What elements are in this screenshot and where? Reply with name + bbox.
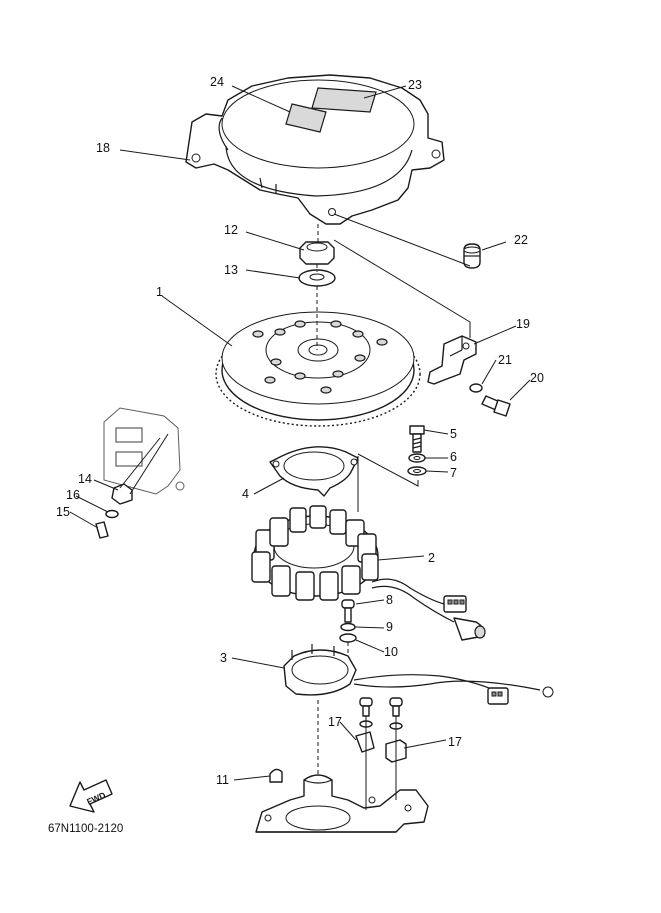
callout-10: 10	[384, 645, 398, 659]
label-decal-23	[311, 87, 377, 113]
callout-9: 9	[386, 620, 393, 634]
callout-2: 2	[428, 551, 435, 565]
part-bolt-5	[409, 425, 425, 453]
part-grommet	[463, 243, 481, 269]
part-washer-16	[105, 509, 119, 519]
callout-11: 11	[216, 773, 229, 787]
callout-3: 3	[220, 651, 227, 665]
stator-connector-a	[443, 595, 467, 613]
part-bolt-right-17	[385, 697, 407, 763]
part-washer-21	[469, 383, 483, 393]
callout-13: 13	[224, 263, 238, 277]
stator-connector-b	[453, 617, 486, 641]
drawing-code: 67N1100-2120	[48, 823, 123, 835]
callout-24: 24	[210, 75, 224, 89]
part-screw-8	[341, 599, 355, 623]
part-washer-9	[340, 622, 356, 632]
callout-12: 12	[224, 223, 238, 237]
callout-1: 1	[156, 285, 163, 299]
callout-16: 16	[66, 488, 80, 502]
callout-20: 20	[530, 371, 544, 385]
part-washer-6	[408, 453, 426, 463]
leader-lines	[69, 85, 531, 810]
callout-8: 8	[386, 593, 393, 607]
part-bolt-20	[481, 395, 511, 417]
callout-5: 5	[450, 427, 457, 441]
part-woodruff-key	[269, 768, 283, 783]
stator-coils	[251, 505, 379, 601]
base-connector	[487, 687, 509, 705]
part-side-cover	[103, 407, 185, 495]
part-crankcase	[255, 774, 429, 833]
callout-19: 19	[516, 317, 530, 331]
label-decal-24	[285, 103, 327, 133]
callout-18: 18	[96, 141, 110, 155]
part-stator	[251, 505, 486, 641]
callout-4: 4	[242, 487, 249, 501]
flywheel-holes	[252, 320, 388, 394]
callout-23: 23	[408, 78, 422, 92]
part-flywheel	[215, 311, 421, 427]
part-base-holder	[283, 644, 554, 705]
callout-14: 14	[78, 472, 92, 486]
part-stator-plate	[269, 446, 359, 497]
part-washer-7	[407, 466, 427, 476]
callout-7: 7	[450, 466, 457, 480]
part-flywheel-cover	[185, 74, 445, 225]
part-washer-10	[339, 633, 357, 643]
fwd-arrow-icon: FWD	[69, 779, 113, 813]
part-bolt-left-17	[355, 697, 375, 753]
callout-labels: 24 23 18 12 22 13 1 19 21 20 5 6 7 14 4 …	[56, 75, 544, 787]
callout-6: 6	[450, 450, 457, 464]
callout-21: 21	[498, 353, 512, 367]
part-pulser-coil	[427, 335, 477, 385]
callout-17-right: 17	[448, 735, 462, 749]
part-bracket-14	[111, 483, 133, 505]
callout-15: 15	[56, 505, 70, 519]
part-bolt-15	[95, 521, 109, 539]
callout-17-left: 17	[328, 715, 342, 729]
callout-22: 22	[514, 233, 528, 247]
part-washer-13	[298, 269, 336, 287]
part-nut	[299, 241, 335, 265]
